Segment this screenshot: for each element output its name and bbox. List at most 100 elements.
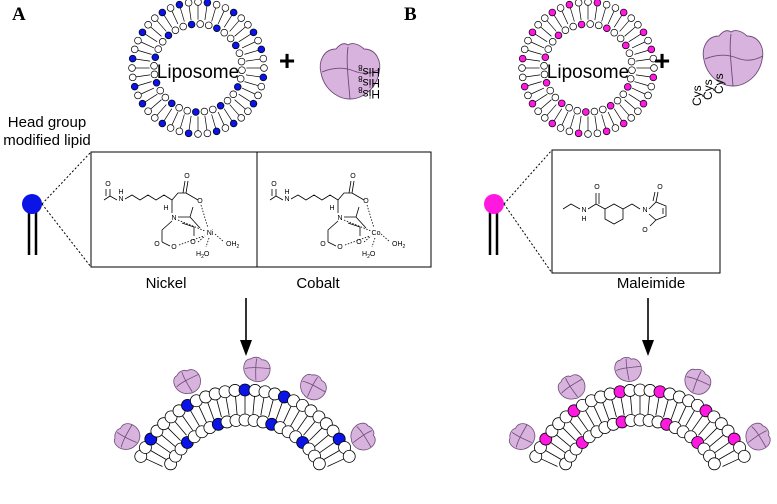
water-ligand: OH2 (392, 241, 406, 250)
lipid-head (235, 49, 244, 57)
lipid-head (216, 102, 225, 110)
lipid-head (619, 8, 628, 17)
water-ligand: OH2 (226, 241, 240, 250)
cys-tag-3: Cys (712, 73, 726, 94)
atom-label: N (642, 207, 647, 214)
lipid-head (593, 129, 602, 138)
atom-label: O (594, 184, 600, 191)
lipid-head (203, 129, 212, 138)
atom-label: O (356, 239, 362, 246)
lipid-head (237, 114, 245, 122)
lipid-head (237, 57, 246, 66)
panel-a-letter: A (12, 4, 26, 25)
his-tag-3: His8 (358, 63, 380, 79)
lipid-head (518, 73, 527, 82)
lipid-head (164, 31, 173, 40)
lipid-head (223, 96, 232, 105)
lipid-head (209, 105, 217, 114)
liposome-a (128, 0, 268, 138)
atom-label: N (118, 196, 123, 203)
lipid-head (236, 74, 245, 83)
lipid-head (312, 457, 326, 471)
lipid-head (565, 104, 573, 112)
lipid-head (548, 8, 557, 17)
lipid-head (565, 127, 574, 136)
bound-protein-icon (553, 369, 591, 405)
atom-label: O (184, 173, 190, 180)
lipid-head (244, 21, 252, 29)
lipid-head (610, 28, 618, 37)
lipid-head (627, 14, 635, 22)
lipid-head (229, 8, 238, 17)
atom-label: N (337, 215, 342, 222)
lipid-head (184, 129, 193, 138)
lipid-head (260, 64, 268, 72)
lipid-head (171, 26, 180, 34)
lipid-head (187, 20, 196, 29)
lipid-head (586, 20, 594, 28)
lipid-head (161, 93, 170, 102)
lipid-head (175, 0, 184, 9)
lipid-head (541, 53, 550, 62)
lipid-head (166, 4, 175, 12)
bound-protein-icon (345, 418, 381, 456)
lipid-head (244, 107, 252, 115)
lipid-head (528, 28, 537, 37)
lipid-head (194, 130, 202, 138)
lipid-head (602, 0, 611, 9)
lipid-head (150, 62, 158, 70)
atom-label: O (337, 244, 343, 251)
lipid-head (551, 93, 560, 102)
lipid-head (259, 73, 268, 82)
lipid-head (649, 54, 658, 63)
lipid-head (138, 99, 147, 108)
lipid-head (138, 28, 147, 37)
lipid-head (144, 107, 152, 115)
lipid-head (130, 82, 139, 91)
lipid-head (212, 0, 221, 9)
lipid-head (128, 54, 137, 63)
lipid-head (639, 28, 648, 37)
lipid-head (628, 66, 636, 74)
lipid-head (175, 104, 183, 112)
lipid-head (622, 41, 630, 50)
lipid-head (158, 119, 167, 128)
zoom-line-bottom-b (503, 203, 553, 274)
lipid-head (151, 14, 159, 22)
atom-label: O (154, 241, 160, 248)
water-ligand: H2O (196, 251, 210, 260)
lipid-head (212, 127, 221, 136)
lipid-head (558, 99, 566, 108)
lipid-head (221, 4, 230, 12)
lipid-head (534, 107, 542, 115)
metal-center-label: Ni (207, 230, 214, 237)
atom-label: O (271, 181, 277, 188)
lipid-head (229, 90, 238, 98)
lipid-head (634, 107, 642, 115)
lipid-head (546, 86, 554, 95)
lipid-head (259, 54, 268, 63)
zoom-line-top-a (41, 151, 92, 205)
lipid-head (168, 99, 176, 108)
lipid-head (650, 64, 658, 72)
atom-label: O (350, 173, 356, 180)
lipid-head (518, 54, 527, 63)
maleimide-label: Maleimide (617, 275, 685, 292)
lipid-head (625, 49, 634, 57)
lipid-head (619, 119, 628, 128)
lipid-head (528, 99, 537, 108)
atom-label: O (657, 184, 663, 191)
lipid-head (644, 36, 652, 45)
chem-structure-box-a (90, 151, 432, 268)
lipid-head (128, 64, 136, 72)
bound-protein-icon (679, 364, 716, 399)
lipid-head (548, 38, 557, 46)
lipid-head (603, 24, 611, 32)
lipid-head (574, 129, 583, 138)
lipid-head (590, 107, 599, 116)
lipid-head (577, 20, 586, 29)
atom-label: O (642, 227, 648, 234)
lipid-head (232, 41, 240, 50)
atom-label: H (581, 216, 586, 223)
